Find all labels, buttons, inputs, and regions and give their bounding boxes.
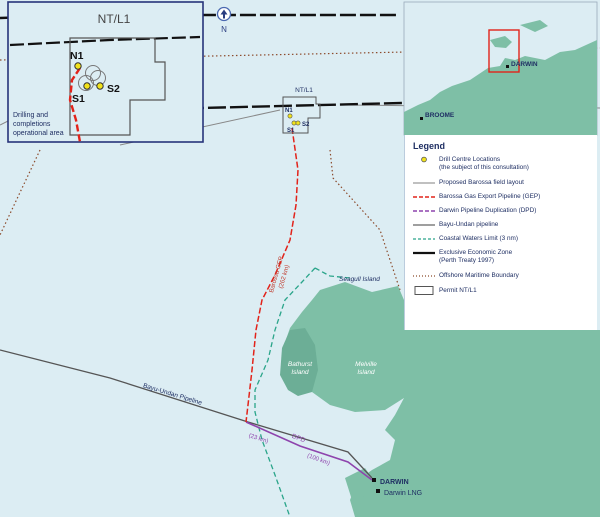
bayu-undan-pipeline [0, 349, 373, 479]
locator-darwin-label: DARWIN [511, 61, 538, 68]
locator-highlight-box [488, 29, 520, 73]
legend-label: Bayu-Undan pipeline [439, 221, 499, 228]
inset-label-s2: S2 [107, 83, 120, 95]
darwin-label: DARWIN [380, 479, 409, 486]
legend: Legend Drill Centre Locations (the subje… [404, 135, 597, 330]
drill-centre-n1 [287, 113, 293, 119]
darwin-lng-marker [376, 489, 380, 493]
locator-australia [404, 40, 597, 135]
bathurst-island [280, 328, 318, 396]
permit-nt-l1-outline [282, 96, 321, 134]
purple-dash-icon [413, 210, 435, 212]
inset-area-label-1: Drilling and [13, 112, 48, 119]
grey-line-icon [413, 224, 435, 226]
legend-label: Darwin Pipeline Duplication (DPD) [439, 207, 537, 214]
melville-island-label: Melville [355, 361, 377, 368]
locator-broome-label: BROOME [425, 112, 455, 119]
legend-label: Barossa Gas Export Pipeline (GEP) [439, 193, 541, 200]
permit-label: NT/L1 [295, 87, 313, 94]
inset-label-n1: N1 [70, 50, 84, 62]
legend-label: Permit NT/L1 [439, 287, 477, 294]
drill-label-n1: N1 [285, 108, 293, 114]
red-dash-icon [413, 196, 435, 198]
darwin-peninsula [345, 468, 372, 500]
permit-box-icon [414, 286, 434, 295]
dpd-pipeline [245, 421, 373, 481]
coastal-waters-limit [254, 267, 316, 517]
inset-drill-n1 [74, 62, 82, 70]
inset-drill-s1 [83, 82, 91, 90]
thick-black-line-icon [413, 251, 435, 255]
drill-label-s1: S1 [287, 128, 295, 134]
coastal-waters-limit [314, 267, 351, 279]
legend-title: Legend [413, 141, 446, 151]
green-dash-icon [413, 238, 435, 240]
north-label: N [221, 25, 227, 34]
drill-centre-s2 [295, 120, 301, 126]
brown-dots-icon [413, 275, 435, 277]
legend-label-sub: (Perth Treaty 1997) [439, 256, 495, 264]
legend-label-sub: (the subject of this consultation) [439, 163, 529, 171]
inset-permit-label: NT/L1 [98, 12, 131, 26]
legend-label: Offshore Maritime Boundary [439, 272, 519, 279]
melville-island-label-2: Island [357, 369, 375, 376]
legend-label: Drill Centre Locations [439, 156, 501, 163]
inset-label-s1: S1 [72, 93, 85, 105]
drill-label-s2: S2 [302, 122, 310, 128]
bathurst-island-label: Bathurst [288, 361, 313, 368]
inset-drill-s2 [96, 82, 104, 90]
legend-label: Proposed Barossa field layout [439, 179, 524, 186]
inset-area-label-2: completions [13, 121, 51, 128]
inset-permit-outline [69, 37, 166, 136]
drill-centre-s1 [291, 120, 297, 126]
legend-label: Exclusive Economic Zone [439, 249, 513, 256]
mainland [350, 330, 600, 517]
dpd-23km-label: (23 km) [248, 433, 269, 445]
bathurst-island-label-2: Island [291, 369, 309, 376]
seagull-island-label: Seagull Island [339, 276, 380, 283]
legend-label: Coastal Waters Limit (3 nm) [439, 235, 518, 242]
locator-map: DARWIN BROOME [403, 1, 598, 136]
north-arrow-glyph [220, 9, 228, 19]
drill-centre-symbol-icon [421, 156, 427, 163]
darwin-lng-label: Darwin LNG [384, 490, 422, 497]
barossa-gep-pipeline [245, 127, 299, 423]
inset-area-label-3: operational area [13, 130, 64, 137]
grey-line-icon [413, 182, 435, 184]
dpd-label: DPD [291, 433, 307, 444]
inset-detail: NT/L1 N1 S1 S2 Drilling and completions … [7, 1, 204, 143]
darwin-marker [372, 478, 376, 482]
